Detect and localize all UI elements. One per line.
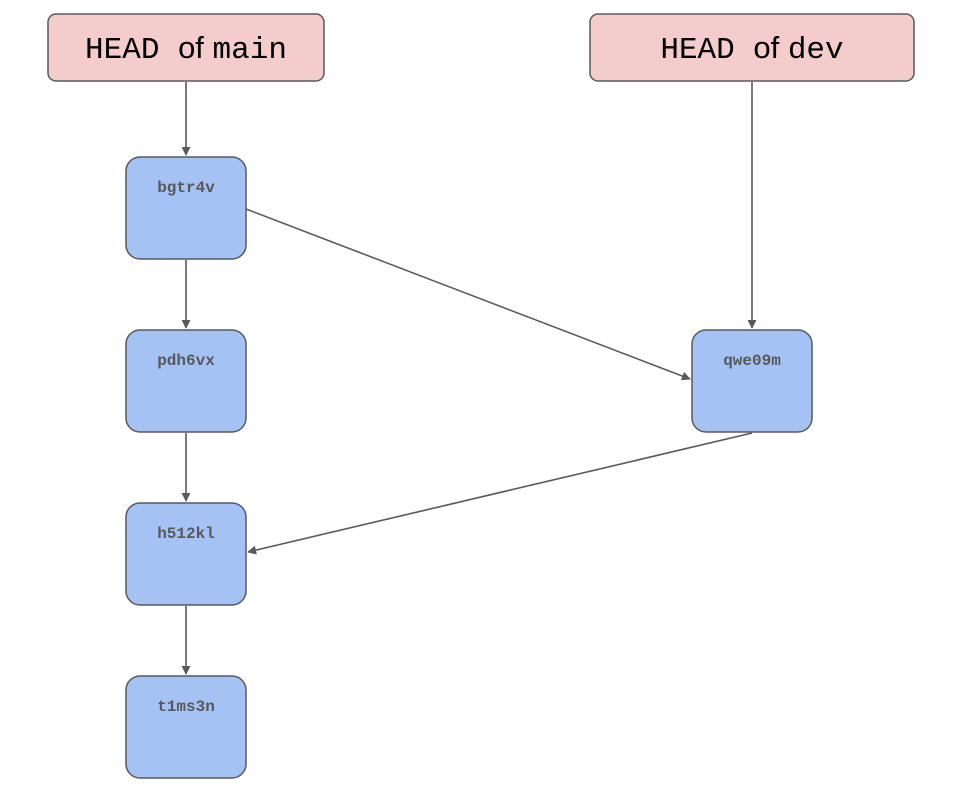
edge-bgtr4v-to-qwe09m [245,208,691,381]
commit-label-bgtr4v: bgtr4v [157,179,215,197]
commit-label-pdh6vx: pdh6vx [157,352,215,370]
head-main-connector: of [178,30,212,65]
head-dev-connector: of [753,30,787,65]
commit-node-qwe09m: qwe09m [691,329,813,433]
edge-qwe09m-to-h512kl [247,432,753,555]
commit-node-t1ms3n: t1ms3n [125,675,247,779]
commit-label-qwe09m: qwe09m [723,352,781,370]
head-dev-branch: dev [788,33,844,68]
commit-node-pdh6vx: pdh6vx [125,329,247,433]
commit-node-bgtr4v: bgtr4v [125,156,247,260]
head-main-node: HEAD of main [47,13,325,82]
head-dev-node: HEAD of dev [589,13,915,82]
commit-label-h512kl: h512kl [157,525,215,543]
head-main-keyword: HEAD [85,33,178,68]
head-dev-keyword: HEAD [660,33,753,68]
head-main-branch: main [213,33,287,68]
commit-node-h512kl: h512kl [125,502,247,606]
commit-label-t1ms3n: t1ms3n [157,698,215,716]
svg-text:HEAD of dev: HEAD of dev [660,30,843,68]
svg-text:HEAD of main: HEAD of main [85,30,287,68]
